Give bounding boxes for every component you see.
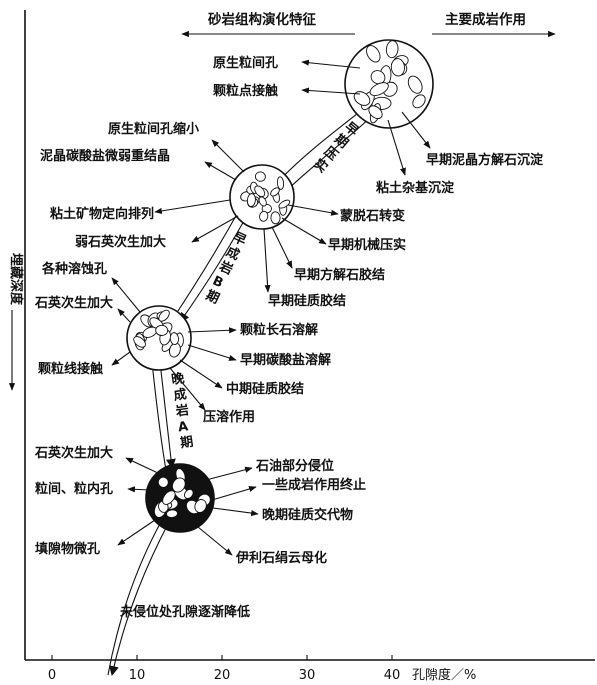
c1-left-1: 颗粒点接触 [213, 83, 278, 99]
stage-label-2: 早成岩B期 [202, 230, 248, 308]
x-axis-label: 孔隙度／% [412, 667, 476, 683]
header-right: 主要成岩作用 [445, 11, 526, 28]
grain [258, 196, 267, 207]
circle-2 [229, 164, 295, 230]
grain [385, 40, 399, 59]
c2-right-1: 早期机械压实 [328, 237, 406, 253]
x-tick-10: 10 [129, 668, 146, 683]
c3-left-1: 石英次生加大 [34, 295, 113, 311]
grain [162, 490, 176, 505]
c4-left-2: 填隙物微孔 [35, 541, 100, 557]
grain [276, 176, 285, 190]
x-ticks: 0 10 20 30 40 [48, 655, 400, 683]
c4-left-1: 粒间、粒内孔 [35, 481, 113, 497]
c4-right-1: 一些成岩作用终止 [262, 477, 366, 493]
grain [183, 488, 194, 499]
c1-left-0: 原生粒间孔 [213, 55, 278, 71]
grain [370, 70, 386, 85]
grain [155, 324, 169, 336]
c3-arrows [111, 277, 237, 411]
grain [259, 210, 269, 222]
c3-left-0: 各种溶蚀孔 [41, 261, 107, 277]
y-axis-label: 埋藏深度 [8, 253, 24, 306]
x-tick-30: 30 [299, 668, 316, 683]
y-axis-label-group: 埋藏深度 [8, 253, 24, 391]
grain [390, 58, 405, 77]
bottom-note: 未侵位处孔隙逐渐降低 [119, 604, 250, 620]
grain [270, 187, 280, 197]
grain [368, 105, 383, 120]
c2-right-0: 蒙脱石转变 [340, 208, 405, 224]
c1-arrows [301, 59, 431, 176]
circle-3 [126, 305, 192, 371]
c4-arrows [117, 457, 259, 556]
stage-label-1: 早期压实 [311, 120, 361, 177]
c3-right-1: 早期碳酸盐溶解 [240, 352, 331, 368]
c2-right-2: 早期方解石胶结 [294, 267, 385, 283]
stage-2-text: 早成岩B期 [202, 230, 248, 308]
stage-label-3: 晚成岩A期 [169, 370, 194, 451]
c3-right-3: 压溶作用 [203, 409, 255, 425]
stage-3-text: 晚成岩A期 [169, 370, 194, 451]
c3-right-0: 颗粒长石溶解 [240, 322, 318, 338]
grain [369, 82, 389, 97]
circle-1 [344, 39, 434, 129]
grain [407, 75, 423, 94]
c2-left-0: 原生粒间孔缩小 [108, 121, 199, 137]
x-tick-0: 0 [48, 668, 56, 683]
c4-right-0: 石油部分侵位 [255, 458, 334, 474]
c1-right-0: 早期泥晶方解石沉淀 [426, 152, 544, 168]
grain [254, 185, 266, 198]
c4-right-3: 伊利石绢云母化 [235, 550, 327, 566]
grain [246, 193, 256, 208]
c2-left-2: 粘土矿物定向排列 [49, 206, 154, 222]
grain [133, 336, 146, 348]
grain [158, 309, 170, 322]
grain [254, 171, 266, 182]
circle-4 [145, 463, 215, 533]
grain [169, 332, 179, 346]
x-tick-40: 40 [384, 668, 401, 683]
c2-right-3: 早期硅质胶结 [268, 293, 346, 309]
c4-left-0: 石英次生加大 [34, 445, 113, 461]
grain [165, 509, 179, 518]
grain [270, 211, 281, 225]
grain [171, 477, 186, 493]
header-left: 砂岩组构演化特征 [208, 11, 316, 28]
c2-left-3: 弱石英次生加大 [75, 234, 166, 250]
c3-left-2: 颗粒线接触 [38, 361, 103, 377]
c3-right-2: 中期硅质胶结 [226, 381, 304, 397]
c4-right-2: 晚期硅质交代物 [262, 507, 353, 523]
grain [412, 94, 426, 109]
stage-1-text: 早期压实 [311, 120, 361, 177]
x-tick-20: 20 [214, 668, 231, 683]
c2-arrows [154, 139, 339, 293]
grain [366, 45, 381, 63]
grain [278, 199, 291, 209]
c1-right-1: 粘土杂基沉淀 [375, 180, 455, 196]
c2-left-1: 泥晶碳酸盐微弱重结晶 [40, 148, 170, 164]
grain [157, 476, 169, 488]
grain [194, 499, 207, 513]
